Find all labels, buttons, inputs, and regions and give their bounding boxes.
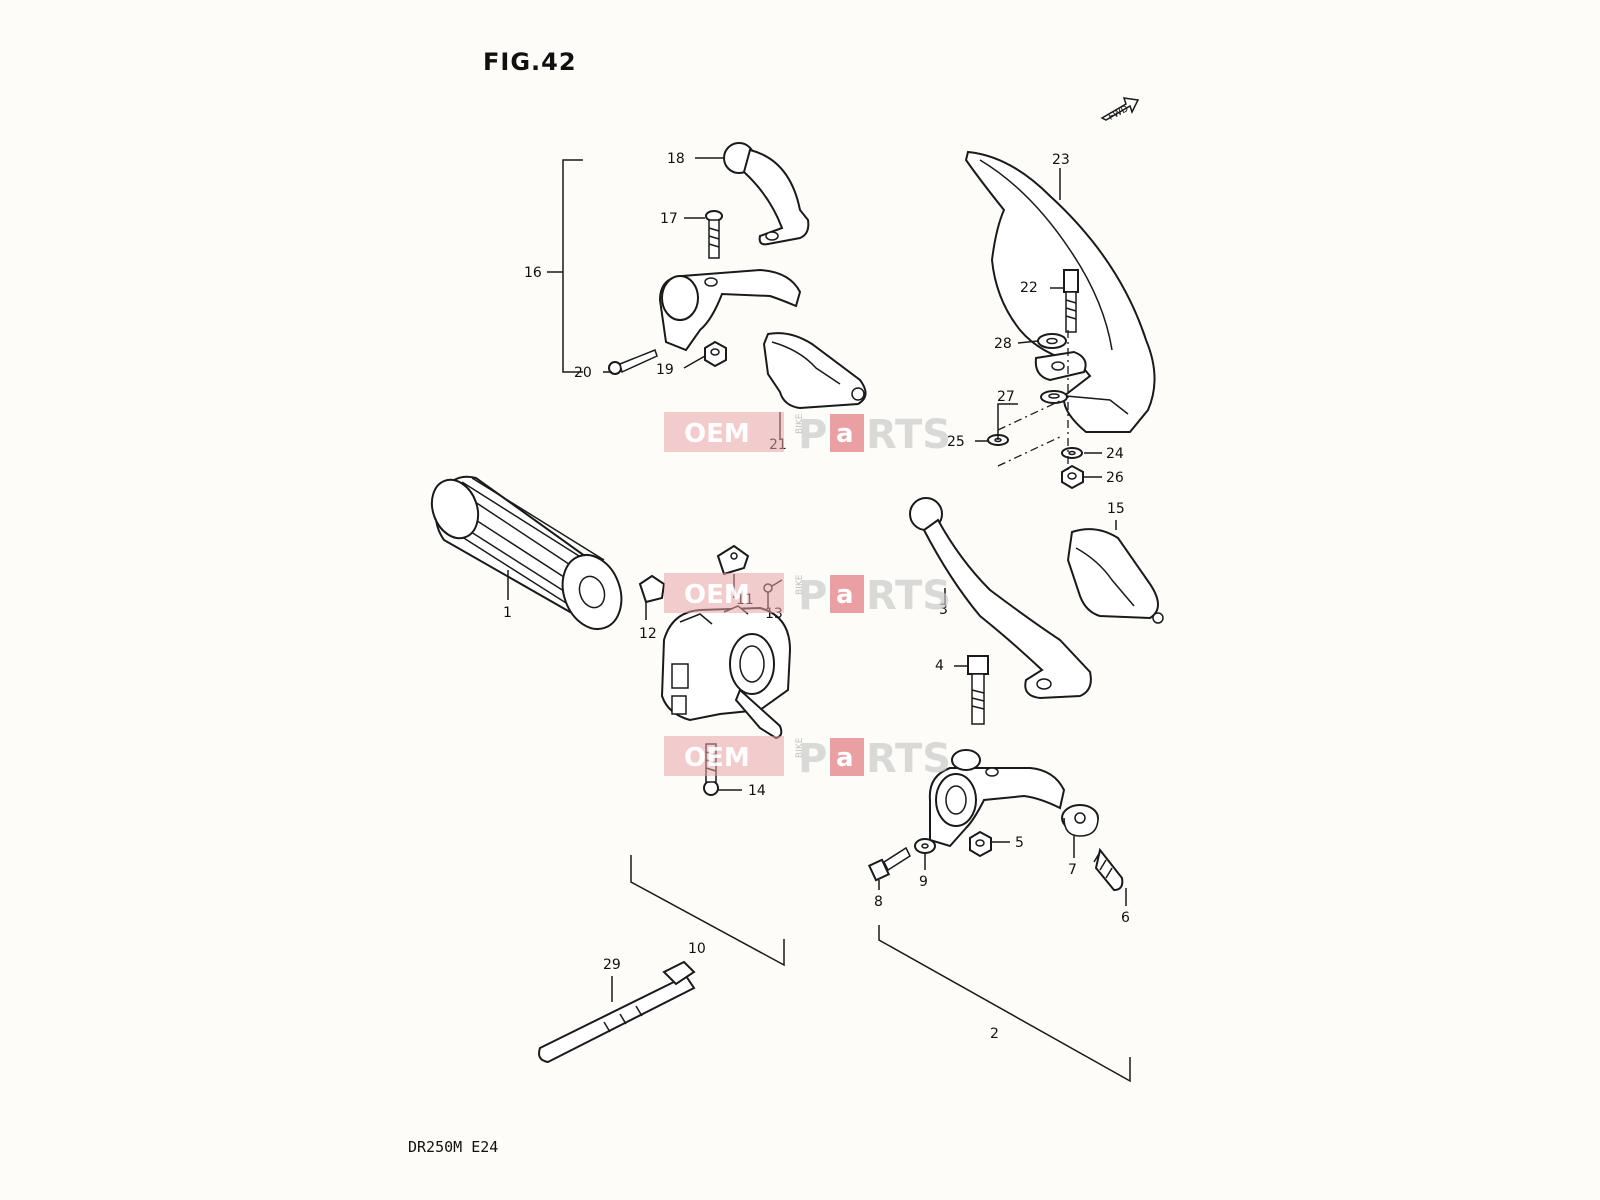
callout-1: 1 [503, 605, 512, 621]
callout-16: 16 [524, 265, 542, 281]
callout-15: 15 [1107, 501, 1125, 517]
callout-17: 17 [660, 211, 678, 227]
part-11-switch-knob [716, 544, 750, 576]
part-26-nut [1061, 464, 1084, 490]
part-15-lever-cover [1066, 528, 1164, 624]
part-8-bolt [867, 846, 911, 882]
part-16-choke-bracket [658, 268, 802, 352]
callout-19: 19 [656, 362, 674, 378]
forward-arrow-label: FWD [1107, 104, 1130, 123]
callout-7: 7 [1068, 862, 1077, 878]
part-12-switch-knob [638, 574, 666, 604]
watermark-3-p: P [798, 736, 827, 782]
part-29-cable-strap [538, 960, 696, 1064]
part-2-lever-bracket [928, 749, 1066, 848]
callout-29: 29 [603, 957, 621, 973]
watermark-3-a: a [836, 743, 854, 773]
part-28-washer [1037, 333, 1067, 349]
part-3-clutch-lever [909, 497, 1092, 700]
part-7-adjuster [1061, 804, 1099, 837]
part-4-bolt [967, 655, 989, 725]
watermark-3-bike: BIKE [795, 737, 805, 758]
bracket-10 [630, 855, 785, 967]
part-24-washer [1061, 447, 1083, 459]
bracket-2 [878, 925, 1131, 1083]
watermark-3-rts: RTS [866, 736, 951, 782]
callout-6: 6 [1121, 910, 1130, 926]
watermark-1-a: a [836, 419, 854, 449]
watermark-2-a: a [836, 580, 854, 610]
callout-23: 23 [1052, 152, 1070, 168]
part-17-screw [705, 210, 723, 259]
callout-9: 9 [919, 874, 928, 890]
part-guard-mount-plate [1034, 350, 1087, 382]
part-10-switch-housing [660, 605, 792, 740]
watermark-1-bike: BIKE [795, 413, 805, 434]
callout-10: 10 [688, 941, 706, 957]
callout-27: 27 [997, 389, 1015, 405]
part-18-choke-lever [723, 142, 810, 246]
part-1-grip [430, 475, 623, 630]
watermark-3: OEM BIKE P a RTS [664, 736, 951, 782]
callout-2: 2 [990, 1026, 999, 1042]
watermark-1-oem: OEM [684, 419, 750, 449]
callout-24: 24 [1106, 446, 1124, 462]
callout-5: 5 [1015, 835, 1024, 851]
callout-8: 8 [874, 894, 883, 910]
part-22-bolt [1063, 269, 1079, 333]
watermark-2: OEM BIKE P a RTS [664, 573, 951, 619]
callout-26: 26 [1106, 470, 1124, 486]
callout-4: 4 [935, 658, 944, 674]
callout-12: 12 [639, 626, 657, 642]
watermark-2-bike: BIKE [795, 574, 805, 595]
watermark-1-rts: RTS [866, 412, 951, 458]
callout-3: 3 [939, 602, 948, 618]
callout-18: 18 [667, 151, 685, 167]
part-23-hand-guard [964, 150, 1156, 433]
watermark-1-p: P [798, 412, 827, 458]
part-5-nut [969, 830, 992, 858]
part-21-lever-cover [762, 332, 867, 410]
bracket-16 [547, 159, 583, 373]
figure-title: FIG.42 [483, 48, 577, 76]
watermark-2-rts: RTS [866, 573, 951, 619]
callout-20: 20 [574, 365, 592, 381]
callout-28: 28 [994, 336, 1012, 352]
part-6-adjuster-bolt [1093, 847, 1124, 892]
watermark-3-oem: OEM [684, 743, 750, 773]
part-27-spacer [1040, 390, 1068, 404]
callout-14: 14 [748, 783, 766, 799]
callout-22: 22 [1020, 280, 1038, 296]
part-20-screw [608, 349, 658, 375]
callout-25: 25 [947, 434, 965, 450]
part-19-nut [704, 340, 727, 368]
model-code: DR250M E24 [408, 1138, 499, 1156]
forward-arrow-icon: FWD [1100, 97, 1140, 123]
part-9-washer [914, 838, 936, 854]
watermark-2-oem: OEM [684, 580, 750, 610]
watermark-2-p: P [798, 573, 827, 619]
watermark-1: OEM BIKE P a RTS [664, 412, 951, 458]
